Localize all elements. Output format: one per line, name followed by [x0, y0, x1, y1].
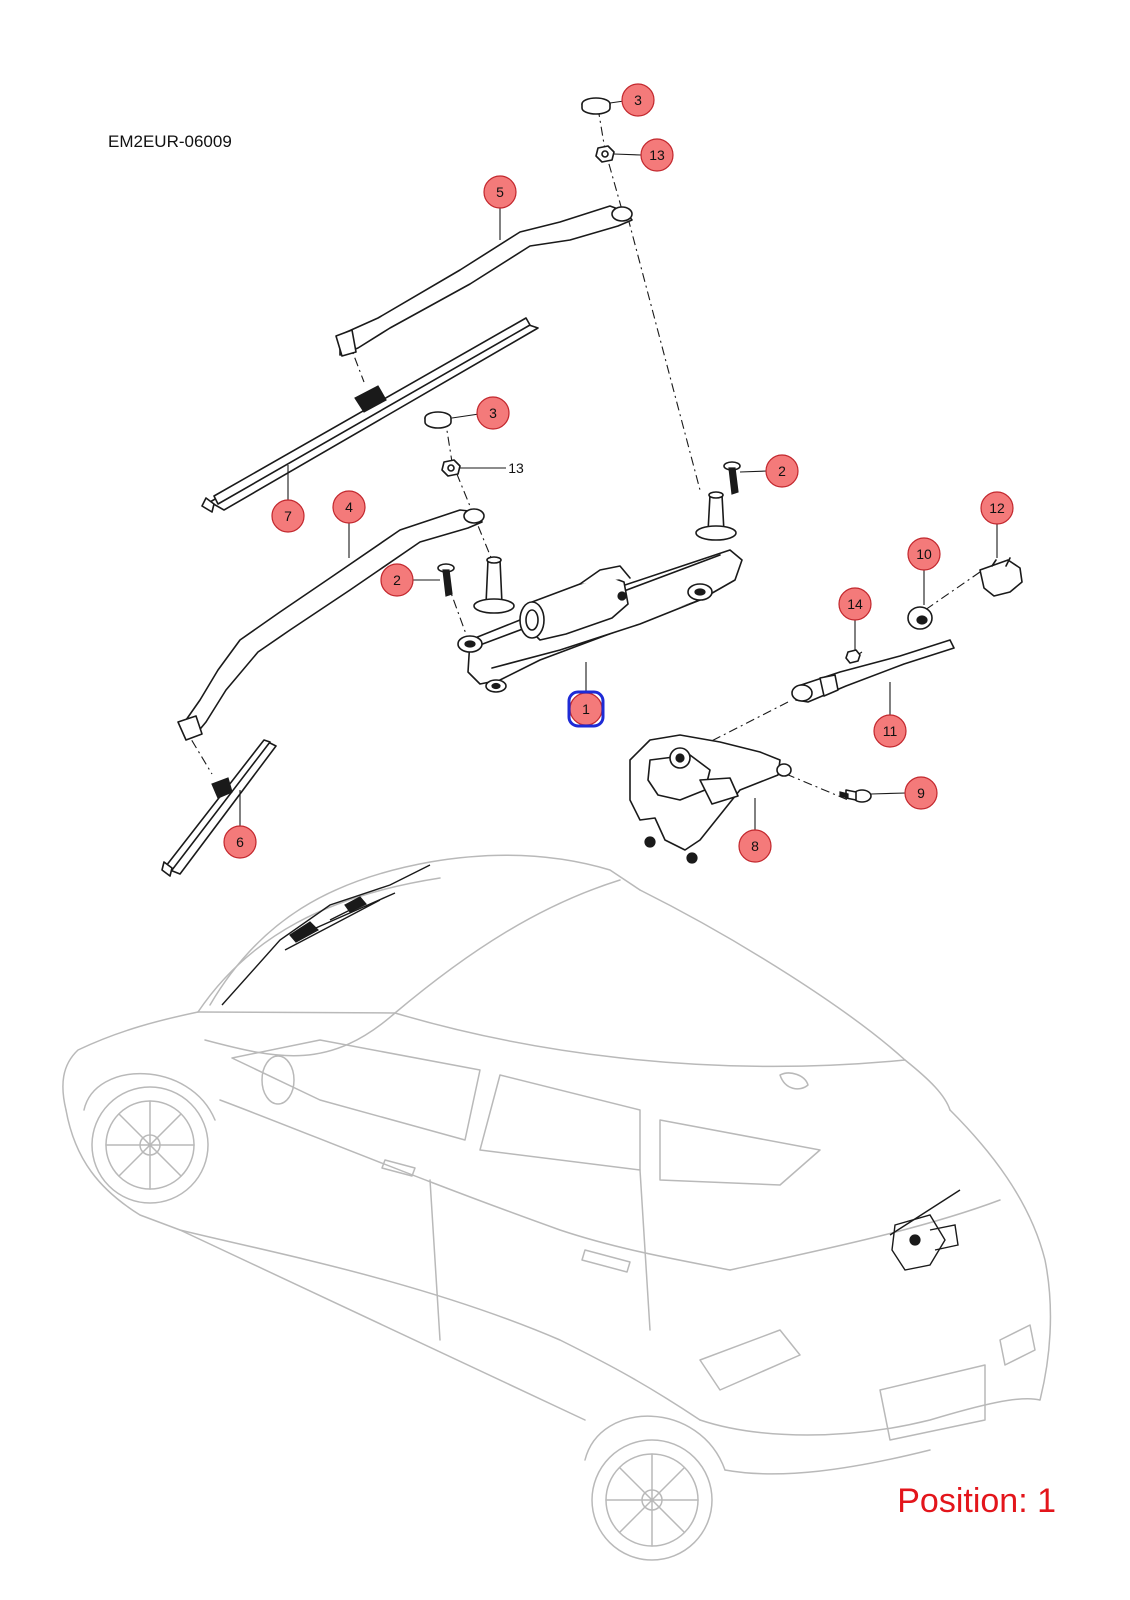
part-4-wiper-arm-left [177, 508, 485, 741]
callout-number: 5 [496, 184, 504, 200]
callout-number: 12 [989, 500, 1005, 516]
callout-circle [765, 454, 799, 488]
callout-circle [332, 490, 366, 524]
part-13-nut-mid [441, 459, 461, 477]
part-13-nut-top [595, 145, 615, 163]
callout-c11[interactable]: 11 [873, 714, 907, 748]
callout-circle [621, 83, 655, 117]
callout-c10[interactable]: 10 [907, 537, 941, 571]
callout-number: 13 [508, 460, 524, 476]
callout-number: 11 [883, 723, 898, 739]
callout-c7[interactable]: 7 [271, 499, 305, 533]
callout-number: 13 [649, 147, 665, 163]
callout-c3-top[interactable]: 3 [621, 83, 655, 117]
callout-circle [640, 138, 674, 172]
callout-circle [838, 587, 872, 621]
callout-c6[interactable]: 6 [223, 825, 257, 859]
position-indicator: Position: 1 [897, 1482, 1056, 1520]
callout-circle [476, 396, 510, 430]
part-8-rear-wiper-motor [629, 734, 792, 864]
callout-circle [380, 563, 414, 597]
callout-c13-top[interactable]: 13 [640, 138, 674, 172]
callout-number: 2 [393, 572, 401, 588]
callout-circle [271, 499, 305, 533]
callout-number: 1 [582, 701, 590, 717]
vehicle-front-wiper-location [221, 864, 431, 1006]
vehicle-outline [62, 854, 1052, 1561]
vehicle-rear-wiper-location [889, 1189, 961, 1271]
selected-highlight [567, 690, 605, 728]
part-1-wiper-motor-linkage [457, 491, 743, 693]
part-3-cap-mid [424, 411, 452, 429]
callout-circle [904, 776, 938, 810]
part-9-bolt [839, 789, 872, 803]
callout-circle [907, 537, 941, 571]
callout-c2-left[interactable]: 2 [380, 563, 414, 597]
callout-c9[interactable]: 9 [904, 776, 938, 810]
callout-number: 4 [345, 499, 353, 515]
callout-c8[interactable]: 8 [738, 829, 772, 863]
part-3-cap-top [581, 97, 611, 115]
callout-c3-mid[interactable]: 3 [476, 396, 510, 430]
part-12-rear-arm-cap [979, 557, 1023, 597]
callout-number: 2 [778, 463, 786, 479]
callout-circle [738, 829, 772, 863]
callout-circle [873, 714, 907, 748]
diagram-reference-code: EM2EUR-06009 [108, 132, 232, 151]
callout-number: 14 [847, 596, 863, 612]
callout-circle [980, 491, 1014, 525]
part-10-grommet [907, 606, 933, 630]
callout-c13-mid[interactable]: 13 [508, 460, 524, 476]
callout-number: 3 [634, 92, 642, 108]
callout-number: 3 [489, 405, 497, 421]
part-5-wiper-arm-right [335, 205, 633, 357]
callout-c14[interactable]: 14 [838, 587, 872, 621]
callout-c4[interactable]: 4 [332, 490, 366, 524]
callout-circle [483, 175, 517, 209]
callout-circle [223, 825, 257, 859]
part-2-bolt-right [723, 461, 741, 495]
callout-number: 7 [284, 508, 292, 524]
callout-c2-right[interactable]: 2 [765, 454, 799, 488]
callout-number: 6 [236, 834, 244, 850]
callout-c5[interactable]: 5 [483, 175, 517, 209]
part-11-rear-wiper-arm [791, 639, 955, 703]
callout-number: 8 [751, 838, 759, 854]
part-6-wiper-blade-left [161, 739, 277, 877]
part-2-bolt-left [437, 563, 455, 597]
callout-number: 9 [917, 785, 925, 801]
part-14-nut [845, 649, 861, 664]
callout-c1[interactable]: 1 [567, 690, 605, 728]
callout-number: 10 [916, 546, 932, 562]
part-7-wiper-blade-right [201, 317, 539, 513]
callout-c12[interactable]: 12 [980, 491, 1014, 525]
